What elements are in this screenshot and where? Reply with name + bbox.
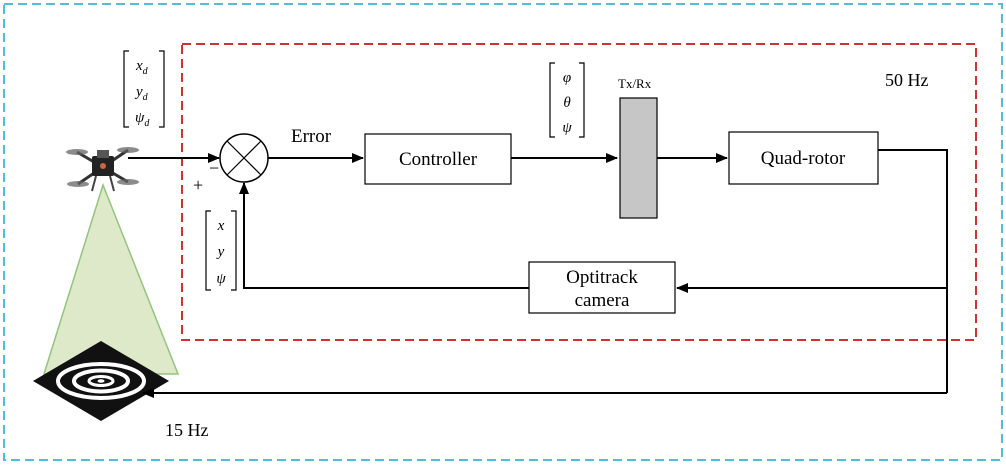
quadrotor-block — [728, 131, 879, 185]
txrx-block — [619, 97, 658, 219]
attitude-vector: φ θ ψ — [549, 62, 585, 138]
landing-target-icon — [33, 341, 169, 421]
svg-text:ψ: ψ — [562, 120, 572, 136]
outer-loop-border — [3, 3, 1003, 461]
controller-label: Controller — [399, 149, 478, 170]
error-label: Error — [291, 126, 332, 147]
inner-rate-label: 50 Hz — [885, 70, 929, 90]
svg-text:yd: yd — [134, 84, 149, 103]
outer-rate-label: 15 Hz — [165, 420, 209, 440]
optitrack-label-line2: camera — [575, 290, 630, 311]
summing-junction — [219, 133, 269, 183]
svg-text:ψd: ψd — [135, 110, 150, 129]
svg-text:y: y — [216, 244, 225, 260]
feedback-vector: x y ψ — [205, 210, 237, 291]
inner-loop-border — [181, 43, 977, 341]
svg-text:θ: θ — [563, 95, 571, 111]
reference-vector: xd yd ψd — [123, 50, 165, 129]
camera-view-cone — [42, 182, 180, 375]
optitrack-label-line1: Optitrack — [566, 267, 638, 288]
quadrotor-drone-icon — [66, 147, 139, 192]
plus-sign: + — [193, 175, 203, 195]
txrx-label: Tx/Rx — [618, 76, 652, 91]
svg-text:xd: xd — [135, 58, 149, 77]
quadrotor-label: Quad-rotor — [761, 148, 846, 169]
minus-sign: − — [209, 158, 219, 178]
svg-text:x: x — [217, 218, 225, 234]
svg-text:φ: φ — [563, 70, 571, 86]
output-line — [878, 149, 948, 393]
feedback-line — [239, 182, 529, 289]
svg-text:ψ: ψ — [216, 271, 226, 287]
